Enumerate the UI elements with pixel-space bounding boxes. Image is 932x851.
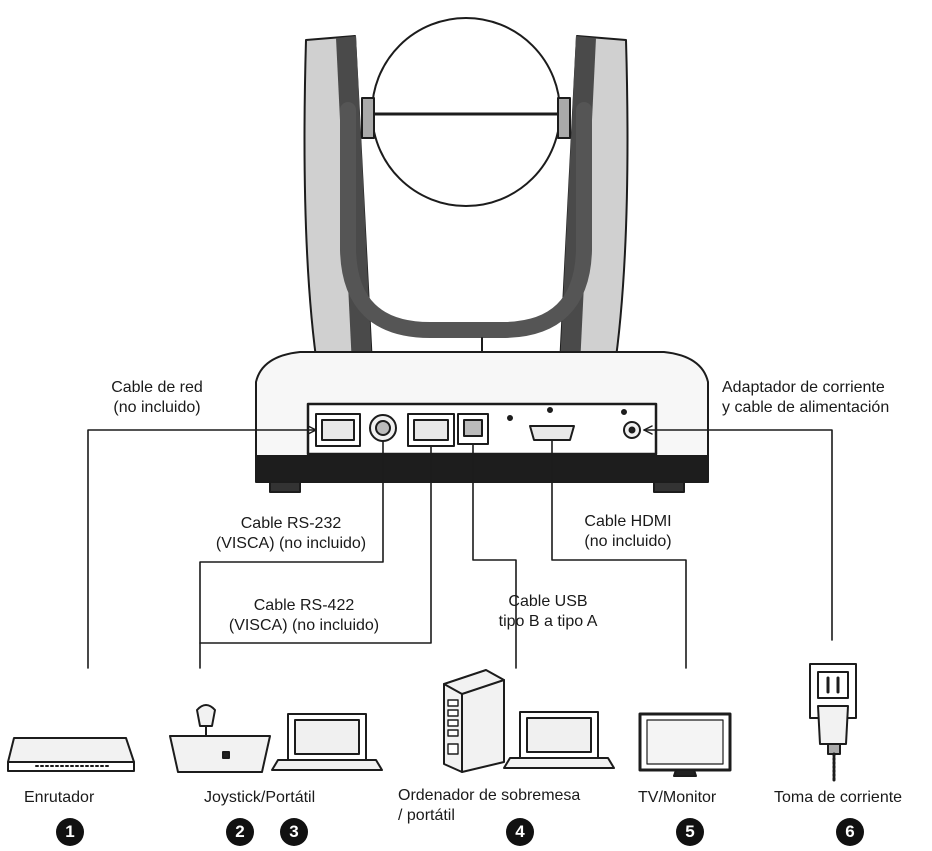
rs422-cable-line	[199, 445, 432, 644]
badge-4: 4	[506, 818, 534, 846]
badge-1: 1	[56, 818, 84, 846]
joystick-icon	[169, 704, 271, 773]
hdmi-cable-line	[551, 439, 687, 669]
camera-head	[303, 17, 629, 373]
laptop-icon-2	[503, 711, 615, 769]
power-adapter-label: Adaptador de corriente y cable de alimen…	[722, 379, 890, 416]
badge-6: 6	[836, 818, 864, 846]
router-label: Enrutador	[24, 789, 95, 806]
joystick-laptop-label: Joystick/Portátil	[204, 789, 316, 806]
camera-base	[255, 351, 709, 493]
badge-5: 5	[676, 818, 704, 846]
power-cable-line	[643, 429, 833, 641]
rs422-cable-label: Cable RS-422 (VISCA) (no incluido)	[228, 597, 380, 634]
desktop-tower-icon	[443, 669, 505, 773]
power-outlet-label: Toma de corriente	[774, 789, 903, 806]
network-cable-line	[87, 429, 317, 669]
desktop-laptop-label: Ordenador de sobremesa / portátil	[398, 787, 581, 824]
badge-2: 2	[226, 818, 254, 846]
network-cable-label: Cable de red (no incluido)	[111, 379, 203, 416]
badge-3: 3	[280, 818, 308, 846]
tv-monitor-icon	[638, 712, 732, 777]
usb-cable-line	[472, 443, 517, 669]
rs232-cable-line	[199, 440, 384, 669]
usb-cable-label: Cable USB tipo B a tipo A	[498, 593, 598, 630]
tv-monitor-label: TV/Monitor	[638, 789, 717, 806]
router-icon	[7, 737, 135, 772]
rs232-cable-label: Cable RS-232 (VISCA) (no incluido)	[215, 515, 367, 552]
hdmi-cable-label: Cable HDMI (no incluido)	[584, 513, 672, 550]
laptop-icon	[271, 713, 383, 771]
power-outlet-icon	[809, 663, 857, 782]
